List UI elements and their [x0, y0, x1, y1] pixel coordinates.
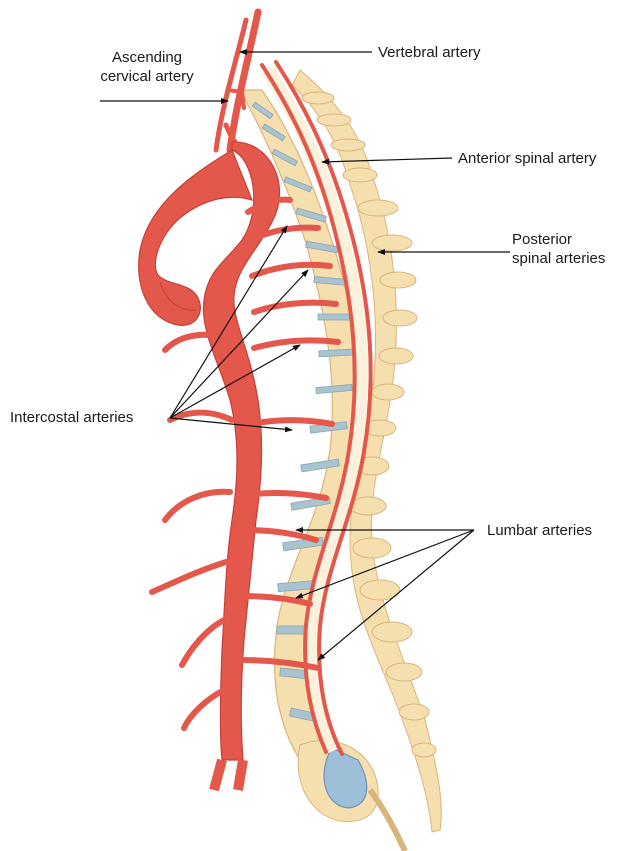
label-posterior-spinal-line1: Posterior	[512, 230, 605, 249]
label-posterior-spinal-line2: spinal arteries	[512, 249, 605, 268]
label-posterior-spinal-arteries: Posterior spinal arteries	[512, 230, 605, 268]
sacral-region	[298, 741, 405, 851]
label-ascending-cervical-line2: cervical artery	[72, 67, 222, 86]
label-lumbar-arteries: Lumbar arteries	[487, 521, 592, 540]
label-ascending-cervical-artery: Ascending cervical artery	[72, 48, 222, 86]
neck-arteries	[216, 12, 258, 160]
label-ascending-cervical-line1: Ascending	[72, 48, 222, 67]
label-anterior-spinal-artery: Anterior spinal artery	[458, 149, 596, 168]
label-intercostal-arteries: Intercostal arteries	[10, 408, 133, 427]
label-vertebral-artery: Vertebral artery	[378, 43, 481, 62]
